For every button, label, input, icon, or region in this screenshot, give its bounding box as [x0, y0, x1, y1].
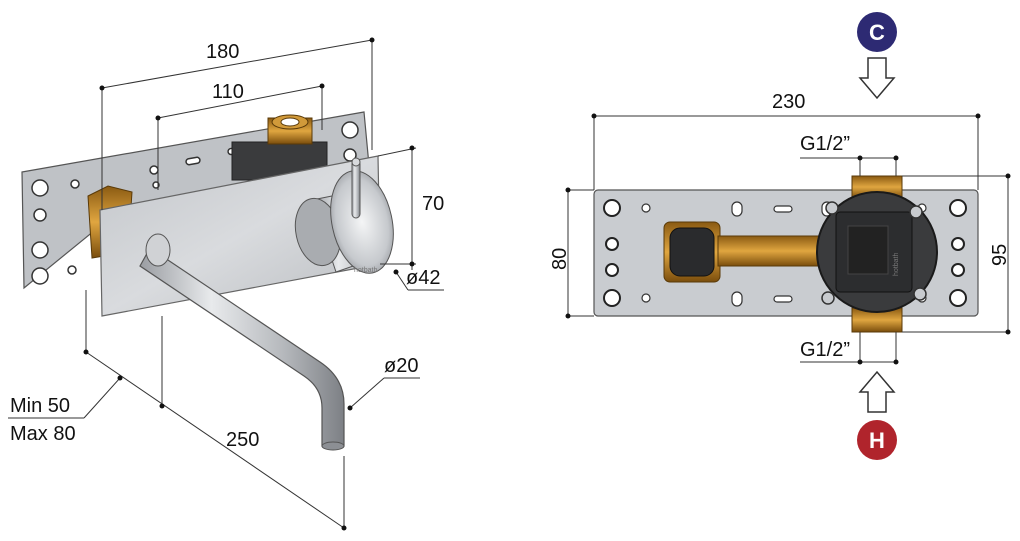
right-dimension-dots — [565, 113, 1011, 365]
spout-base — [145, 233, 171, 267]
dim-95: 95 — [989, 244, 1011, 266]
dim-250: 250 — [226, 429, 259, 451]
valve-core — [847, 225, 889, 275]
diverter-cap — [669, 227, 715, 277]
plate-holes — [31, 121, 359, 285]
dim-230: 230 — [772, 91, 805, 113]
handle-brand: hotbath — [354, 267, 377, 274]
hot-badge-letter: H — [869, 428, 885, 453]
dim-min-depth: Min 50 — [10, 395, 70, 417]
inlet-opening — [280, 117, 300, 127]
thermostatic-valve: hotbath — [816, 175, 938, 333]
brass-connector — [717, 235, 823, 267]
handle-lever — [351, 159, 361, 219]
dim-spout-diameter: ø20 — [384, 355, 418, 377]
dim-thread-top: G1/2” — [800, 133, 850, 155]
left-dimension-lines — [8, 39, 444, 529]
valve-body — [231, 141, 328, 181]
right-dimension-lines — [567, 115, 1009, 363]
hot-badge — [857, 420, 897, 460]
cold-inlet-arrow — [858, 57, 896, 100]
valve-brand: hotbath — [893, 253, 900, 276]
right-view: C H — [549, 12, 1011, 460]
left-view: hotbath — [8, 37, 444, 531]
dim-80: 80 — [549, 248, 571, 270]
valve-screws — [821, 201, 927, 305]
front-plate-holes — [603, 199, 967, 307]
dim-70: 70 — [422, 193, 444, 215]
dim-thread-bottom: G1/2” — [800, 339, 850, 361]
cold-badge-letter: C — [869, 20, 885, 45]
handle: hotbath — [294, 157, 394, 274]
dim-handle-diameter: ø42 — [406, 267, 440, 289]
spout — [139, 233, 345, 451]
handle-face — [330, 170, 394, 274]
hot-inlet-arrow — [858, 370, 896, 413]
dim-110: 110 — [212, 81, 244, 103]
cold-badge — [857, 12, 897, 52]
spout-outlet — [321, 441, 345, 451]
left-dimension-dots — [83, 37, 415, 531]
dim-180: 180 — [206, 41, 239, 63]
dim-max-depth: Max 80 — [10, 423, 76, 445]
